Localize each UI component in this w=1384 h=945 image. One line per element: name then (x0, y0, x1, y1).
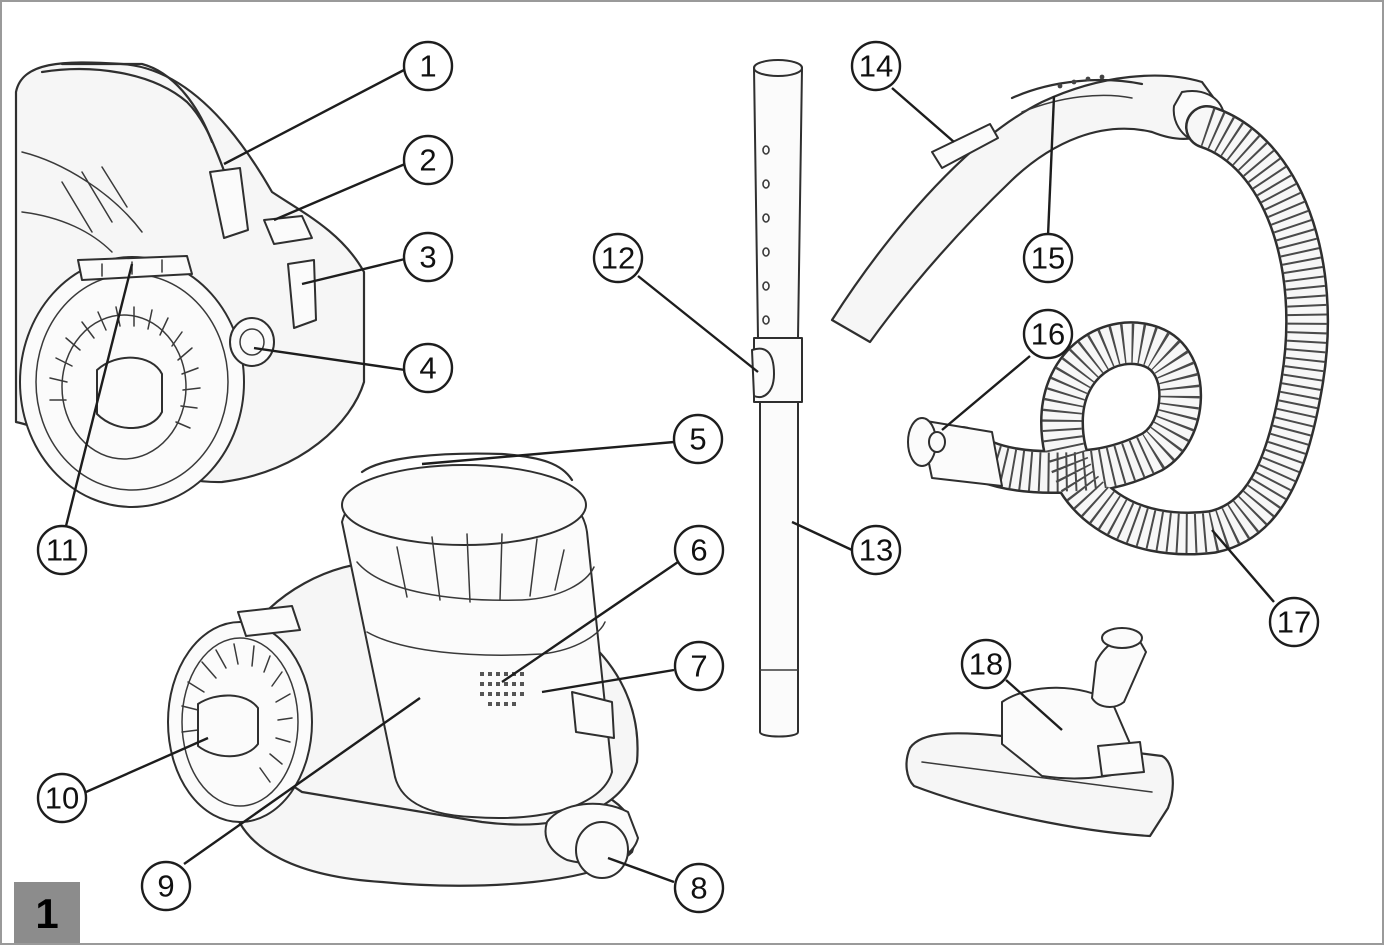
flexible-hose-drawing (907, 105, 1330, 556)
callout-5: 5 (672, 413, 724, 465)
callout-18-label: 18 (969, 647, 1003, 682)
callout-1: 1 (402, 40, 454, 92)
callout-13: 13 (850, 524, 902, 576)
callout-7: 7 (673, 640, 725, 692)
callout-12-label: 12 (601, 241, 635, 276)
callout-8-label: 8 (690, 871, 707, 906)
callout-2: 2 (402, 134, 454, 186)
callout-9-label: 9 (157, 869, 174, 904)
callout-10: 10 (36, 772, 88, 824)
telescopic-tube-drawing (751, 59, 803, 738)
callout-15-label: 15 (1031, 241, 1065, 276)
callout-leader-lines (64, 68, 1275, 884)
callout-6: 6 (673, 524, 725, 576)
callout-8: 8 (673, 862, 725, 914)
callout-11-label: 11 (46, 533, 78, 568)
callout-16-label: 16 (1031, 317, 1065, 352)
callout-17-label: 17 (1277, 605, 1311, 640)
callout-18: 18 (960, 638, 1012, 690)
callout-3-label: 3 (419, 240, 436, 275)
callout-14: 14 (850, 40, 902, 92)
callout-15: 15 (1022, 232, 1074, 284)
callout-12: 12 (592, 232, 644, 284)
vacuum-front-view-drawing (167, 452, 639, 887)
callout-1-label: 1 (419, 49, 436, 84)
callout-5-label: 5 (689, 422, 706, 457)
callout-11: 11 (36, 524, 88, 576)
callout-16: 16 (1022, 308, 1074, 360)
callout-4-label: 4 (419, 351, 436, 386)
callout-7-label: 7 (690, 649, 707, 684)
callout-4: 4 (402, 342, 454, 394)
callout-10-label: 10 (45, 781, 79, 816)
callout-14-label: 14 (859, 49, 893, 84)
callout-6-label: 6 (690, 533, 707, 568)
callout-3: 3 (402, 231, 454, 283)
floor-nozzle-drawing (905, 627, 1174, 838)
callout-2-label: 2 (419, 143, 436, 178)
callout-9: 9 (140, 860, 192, 912)
callout-13-label: 13 (859, 533, 893, 568)
vacuum-rear-view-drawing (14, 61, 366, 508)
callout-17: 17 (1268, 596, 1320, 648)
hose-handle-drawing (830, 74, 1226, 344)
figure-number-tab: 1 (14, 882, 80, 943)
